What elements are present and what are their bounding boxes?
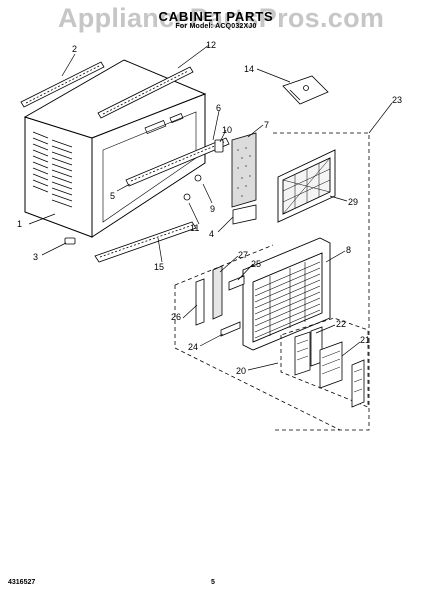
front-panel [242,237,331,351]
callout-21: 21 [360,335,370,345]
callout-3: 3 [33,252,38,262]
callout-5: 5 [110,191,115,201]
callout-25: 25 [251,259,261,269]
callout-24: 24 [188,342,198,352]
callout-9: 9 [210,204,215,214]
callout-27: 27 [238,250,248,260]
callout-22: 22 [336,319,346,329]
page-subtitle: For Model: ACQ032XJ0 [175,23,257,30]
callout-26: 26 [171,312,181,322]
callout-11: 11 [190,223,199,233]
document-number: 4316527 [8,579,36,586]
leader-lines [28,44,393,371]
callout-labels: 1 2 3 4 5 6 7 8 9 10 11 12 14 15 20 21 2… [17,40,402,376]
callout-12: 12 [206,40,216,50]
callout-15: 15 [154,262,164,272]
callout-2: 2 [72,44,77,54]
callout-10: 10 [222,125,232,135]
callout-6: 6 [216,103,221,113]
watermark: AppliancePartsPros.com [58,3,385,33]
callout-23: 23 [392,95,402,105]
callout-7: 7 [264,120,269,130]
side-strips [195,265,245,337]
rail-top-right [97,66,194,119]
page-title: CABINET PARTS [158,9,274,24]
callout-29: 29 [348,197,358,207]
mounting-bracket [282,75,329,105]
callout-4: 4 [209,229,214,239]
page-number: 5 [211,579,215,586]
rail-top-left [20,61,105,108]
louver-group-outline [280,317,369,408]
rail-bottom [94,221,197,263]
callout-8: 8 [346,245,351,255]
rail-middle [125,137,230,187]
callout-14: 14 [244,64,254,74]
front-assembly-outline [174,132,370,431]
callout-1: 1 [17,219,22,229]
louver-parts [294,326,365,408]
callout-20: 20 [236,366,246,376]
air-filter [277,149,336,223]
foam-strip [231,132,257,208]
pad-part [232,204,257,225]
screw-hardware [64,139,224,245]
